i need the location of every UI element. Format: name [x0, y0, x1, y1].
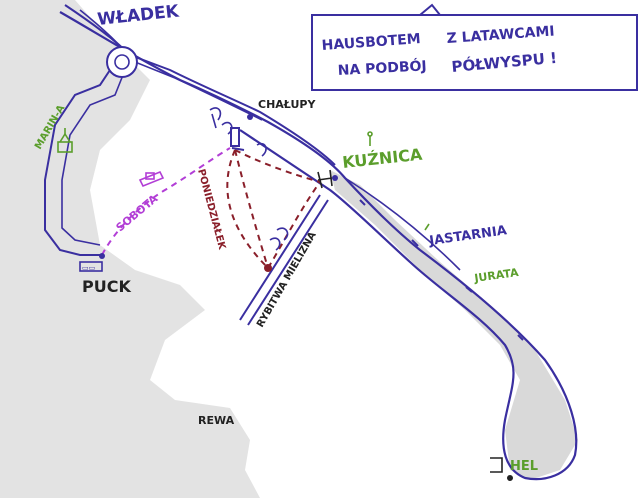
roundabout-icon — [106, 46, 138, 78]
label-wladek: WŁADEK — [96, 1, 180, 30]
route-end-marker — [264, 264, 272, 272]
marker-chalupy — [247, 114, 253, 120]
label-rewa: REWA — [198, 414, 235, 427]
title-line2-right: PÓŁWYSPU ! — [451, 48, 558, 76]
kite-icon — [209, 107, 289, 251]
label-jastarnia: JASTARNIA — [427, 223, 507, 249]
road-to-puck — [44, 69, 111, 256]
title-box — [311, 3, 638, 91]
route-sobota — [101, 147, 231, 256]
tent-icon — [317, 169, 333, 189]
title-line1-left: HAUSBOTEM — [321, 31, 421, 54]
label-sobota: SOBOTA — [114, 192, 161, 235]
title-line2-left: NA PODBÓJ — [337, 56, 427, 79]
town-ticks — [424, 223, 430, 231]
peninsula-outline — [59, 11, 578, 481]
mainland — [0, 0, 260, 498]
marker-puck — [99, 253, 105, 259]
marina-icon — [57, 128, 73, 153]
hel-spit-outline — [344, 177, 461, 271]
harbour-icon-puck: ▭▭ — [79, 261, 103, 272]
houseboat-icon — [230, 127, 245, 151]
title-line1-right: Z LATAWCAMI — [446, 23, 555, 46]
harbour-icon-hel — [490, 457, 503, 473]
road-to-puck-inner — [61, 69, 126, 246]
label-puck: PUCK — [82, 277, 131, 296]
label-jurata: JURATA — [473, 266, 520, 285]
marker-kuznica — [332, 175, 338, 181]
peninsula-road — [359, 199, 524, 341]
label-chalupy: CHAŁUPY — [258, 98, 316, 111]
svg-text:▭▭: ▭▭ — [82, 264, 95, 272]
road-coast-top — [64, 4, 336, 166]
sandbank-outline — [239, 194, 329, 326]
label-hel: HEL — [510, 459, 538, 474]
route-poniedzialek — [226, 149, 321, 269]
marker-hel — [507, 475, 513, 481]
label-kuznica: KUŹNICA — [341, 145, 423, 172]
road-coast-inner — [79, 9, 263, 121]
boat-icon-sobota — [138, 170, 165, 188]
hel-peninsula — [330, 170, 578, 480]
label-poniedzialek: PONIEDZIAŁEK — [195, 168, 227, 252]
kuznica-flag-icon — [367, 131, 373, 146]
title-box-tip — [419, 3, 441, 16]
